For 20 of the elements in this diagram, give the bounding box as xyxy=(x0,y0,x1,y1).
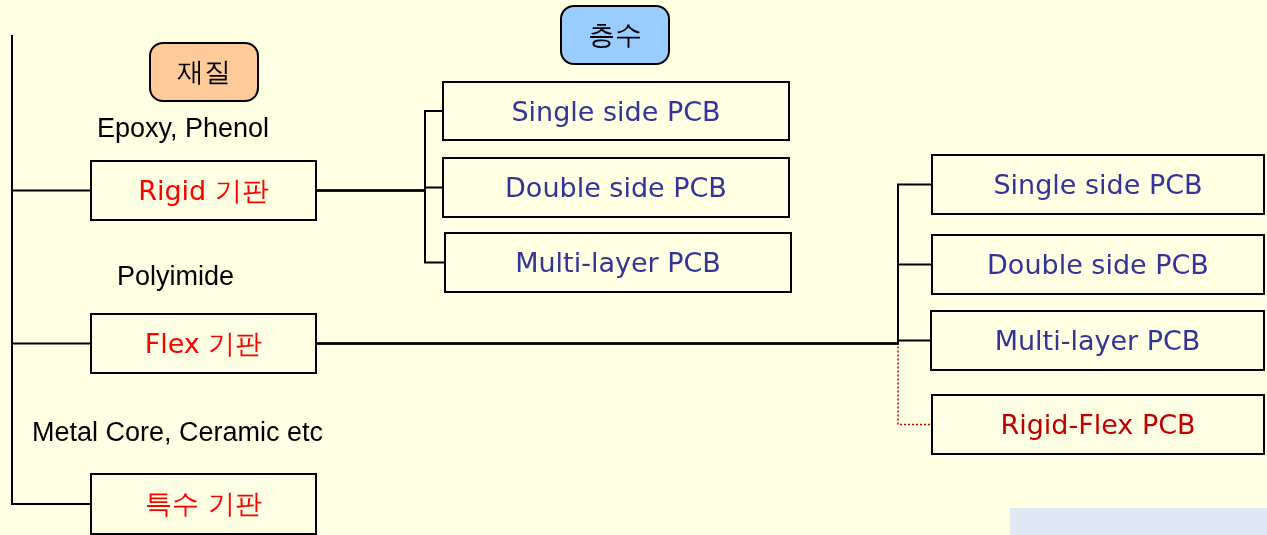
material-label: Polyimide xyxy=(117,261,235,292)
material-label: Metal Core, Ceramic etc xyxy=(32,417,324,448)
connector-line xyxy=(316,189,445,264)
connector-line xyxy=(316,339,931,345)
material-box: Flex 기판 xyxy=(90,313,317,374)
connector-line xyxy=(11,342,91,505)
connector-line xyxy=(11,189,91,345)
material-label: Epoxy, Phenol xyxy=(97,113,270,144)
layer-box: Double side PCB xyxy=(931,234,1265,295)
layer-box: Single side PCB xyxy=(442,81,790,141)
category-header: 재질 xyxy=(149,42,259,102)
layer-box: Single side PCB xyxy=(931,154,1265,215)
category-header: 층수 xyxy=(560,5,670,65)
connector-line xyxy=(11,34,91,192)
layer-box: Multi-layer PCB xyxy=(930,310,1265,371)
layer-box: Double side PCB xyxy=(442,157,790,218)
layer-box: Multi-layer PCB xyxy=(444,232,792,293)
material-box: 특수 기판 xyxy=(90,473,317,535)
material-box: Rigid 기판 xyxy=(90,160,317,221)
layer-box: Rigid-Flex PCB xyxy=(931,394,1265,455)
